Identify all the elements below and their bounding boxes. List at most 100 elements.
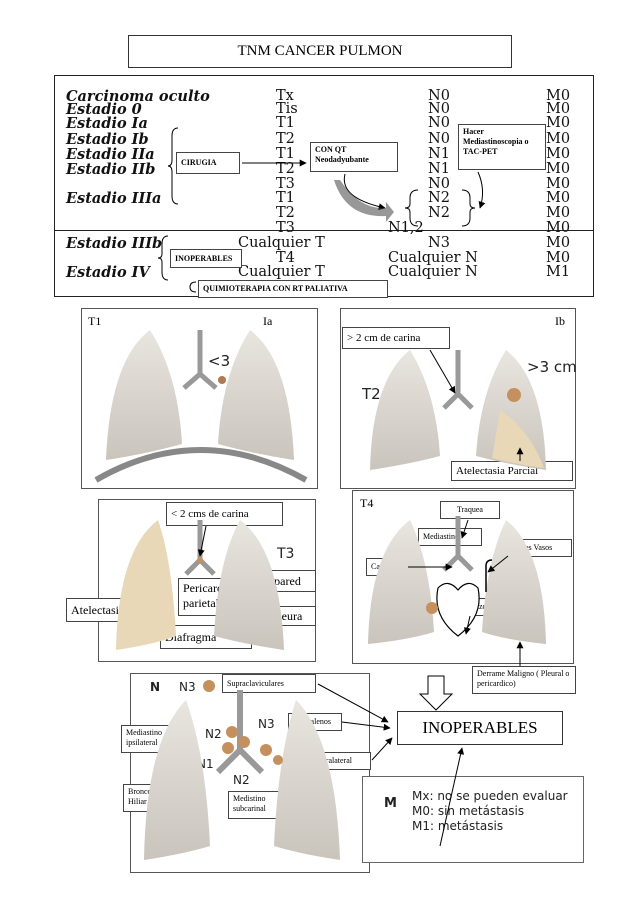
stage-t: Tis xyxy=(276,101,298,117)
stage-t: T2 xyxy=(276,205,295,221)
stage-name: Estadio IIIa xyxy=(66,190,162,207)
cirugia-label: CIRUGIA xyxy=(176,152,240,174)
stage-n: N2 xyxy=(428,190,450,206)
n1-text: N1 xyxy=(197,757,214,771)
stage-n: Cualquier N xyxy=(388,250,478,266)
broncopulmonar-label: Broncopulmonar o Hiliar Ipsilateral xyxy=(123,784,195,812)
m-legend-box xyxy=(362,776,584,863)
down-arrow-inoperables xyxy=(418,675,454,711)
stage-t: Cualquier T xyxy=(238,264,325,280)
stage-t: T2 xyxy=(276,131,295,147)
stage-m: M0 xyxy=(546,250,571,266)
pericardio-label: Pericardio parietal xyxy=(178,578,254,616)
n3-right-text: N3 xyxy=(258,717,275,731)
panel-t2-stage: Ib xyxy=(555,314,565,328)
stage-n: N3 xyxy=(428,235,450,251)
title-box: TNM CANCER PULMON xyxy=(128,35,512,68)
n-letter: N xyxy=(150,680,161,694)
derrame-label: Derrame Maligno ( Pleural o pericardico) xyxy=(472,666,576,694)
stage-name: Estadio IIb xyxy=(66,161,156,178)
stage-n: N0 xyxy=(428,176,450,192)
stage-t: T1 xyxy=(276,190,295,206)
stage-t: T2 xyxy=(276,161,295,177)
stage-name: Estadio IIIb xyxy=(66,235,163,252)
t1-size-text: <3 cm xyxy=(208,352,258,370)
stage-name: Estadio IIa xyxy=(66,146,155,163)
stage-name: Estadio Ib xyxy=(66,131,149,148)
panel-n xyxy=(130,673,370,873)
grandes-vasos-label: Grandes Vasos xyxy=(500,539,572,557)
t2-size-text: >3 cm xyxy=(527,358,577,376)
panel-t1-tag: T1 xyxy=(88,314,102,328)
m-legend-mx: Mx: no se pueden evaluar xyxy=(412,789,568,803)
pared-label: pared xyxy=(259,570,316,592)
diafragma-label: Diafragma xyxy=(160,625,252,649)
page-title: TNM CANCER PULMON xyxy=(237,43,403,59)
stage-t: Cualquier T xyxy=(238,235,325,251)
panel-t1-stage: Ia xyxy=(263,314,273,328)
stage-m: M0 xyxy=(546,161,571,177)
inoperables-text: INOPERABLES xyxy=(422,718,538,737)
stage-t: T1 xyxy=(276,146,295,162)
t2-t-label: T2 xyxy=(362,385,381,403)
stage-m: M0 xyxy=(546,115,571,131)
contralateral-label: contralateral xyxy=(307,752,371,770)
stage-m: M0 xyxy=(546,88,571,104)
stage-n: N0 xyxy=(428,101,450,117)
n2-left-text: N2 xyxy=(205,727,222,741)
m-legend-letter: M xyxy=(384,796,397,811)
atelectasia-parcial-label: Atelectasia Parcial xyxy=(451,461,573,481)
supraclaviculares-label: Supraclaviculares xyxy=(222,674,316,693)
stage-m: M0 xyxy=(546,220,571,236)
n2-bottom-text: N2 xyxy=(233,773,250,787)
inoperables-box: INOPERABLES xyxy=(397,711,563,745)
t1-t-label: TI xyxy=(262,388,276,406)
stage-n: N0 xyxy=(428,131,450,147)
stage-n: Cualquier N xyxy=(388,264,478,280)
carina-label: Carina xyxy=(366,558,408,576)
stage-n: N0 xyxy=(428,115,450,131)
stage-name: Carcinoma oculto xyxy=(66,88,210,105)
mediastinoscopia-label: Hacer Mediastinoscopia o TAC-PET xyxy=(458,124,546,170)
stage-m: M1 xyxy=(546,264,571,280)
m-legend-m0: M0: sin metástasis xyxy=(412,804,525,818)
stage-m: M0 xyxy=(546,101,571,117)
stage-name: Estadio IV xyxy=(66,264,150,281)
stage-t: T3 xyxy=(276,220,295,236)
pleura-label: Pleura xyxy=(258,606,316,626)
quimioterapia-label: QUIMIOTERAPIA CON RT PALIATIVA xyxy=(198,280,388,298)
stage-t: T1 xyxy=(276,115,295,131)
n3-top-text: N3 xyxy=(179,680,196,694)
stage-m: M0 xyxy=(546,146,571,162)
staging-table xyxy=(54,75,594,297)
panel-t4-tag: T4 xyxy=(360,496,374,510)
stage-n: N1 xyxy=(428,146,450,162)
atelectasia-total-label: Atelectasia total xyxy=(66,598,170,622)
stage-m: M0 xyxy=(546,205,571,221)
panel-t1 xyxy=(81,308,318,489)
n-arrow-contralateral xyxy=(371,737,393,761)
t3-carina-label: < 2 cms de carina xyxy=(166,502,283,526)
m-legend-m1: M1: metástasis xyxy=(412,819,504,833)
stage-m: M0 xyxy=(546,235,571,251)
stage-n: N1,2 xyxy=(388,220,424,236)
inoperables-small-label: INOPERABLES xyxy=(170,249,242,268)
stage-m: M0 xyxy=(546,176,571,192)
stage-n: N0 xyxy=(428,88,450,104)
stage-m: M0 xyxy=(546,190,571,206)
corazon-label: Corazon xyxy=(448,598,506,616)
table-divider xyxy=(54,230,594,231)
traquea-label: Traquea xyxy=(440,501,500,519)
mediastino-ipsilateral-label: Mediastino ipsilateral xyxy=(121,725,181,753)
stage-t: Tx xyxy=(276,88,294,104)
stage-n: N1 xyxy=(428,161,450,177)
stage-t: T3 xyxy=(276,176,295,192)
t3-t-label: T3 xyxy=(277,546,295,562)
mediastino-label: Mediastino xyxy=(418,528,482,546)
con-qt-label: CON QT Neodadyubante xyxy=(310,142,398,172)
stage-name: Estadio 0 xyxy=(66,101,142,118)
stage-t: T4 xyxy=(276,250,295,266)
stage-m: M0 xyxy=(546,131,571,147)
t2-carina-label: > 2 cm de carina xyxy=(342,327,450,349)
stage-n: N2 xyxy=(428,205,450,221)
